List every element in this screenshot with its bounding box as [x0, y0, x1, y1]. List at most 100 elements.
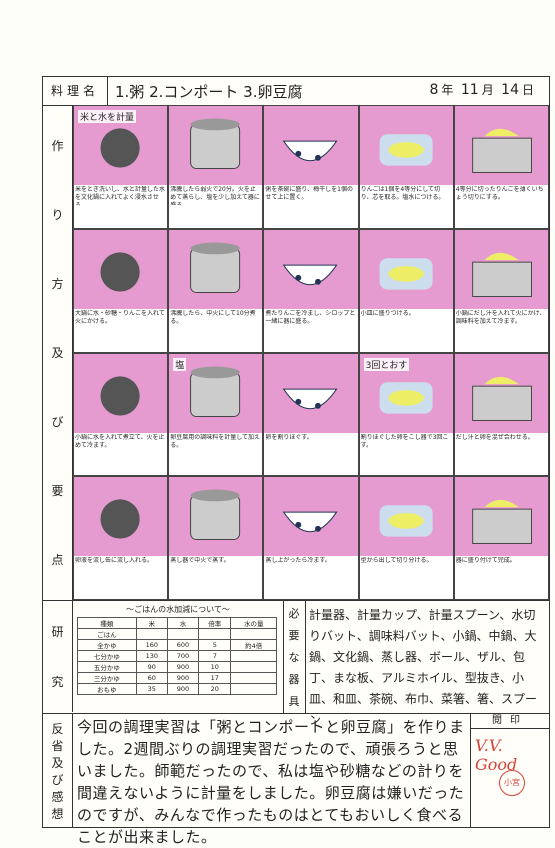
step-caption: 蒸し器で中火で蒸す。 [170, 557, 230, 565]
step-caption: 卵液を流し缶に流し入れる。 [75, 557, 154, 565]
table-cell [230, 672, 277, 684]
step-cell: 3回とおす割りほぐした卵をこし器で3回こす。 [358, 352, 454, 477]
step-caption: 小皿に盛りつける。 [360, 309, 415, 317]
table-cell: 17 [198, 672, 232, 684]
table-cell: 三分かゆ [77, 672, 137, 684]
teacher-comment: V.V. Good [475, 736, 518, 774]
step-illustration [454, 353, 548, 433]
step-cell: 塩卵豆腐用の調味料を計量して加える。 [168, 352, 264, 477]
side-label-char: 究 [51, 674, 64, 689]
step-caption: 米をとぎ洗いし、水と計量した水を文化鍋に入れてよく浸水させる。 [75, 186, 166, 205]
side-label-char: 器 [288, 673, 300, 686]
step-caption: 4等分に切ったりんごを薄くいちょう切りにする。 [455, 186, 544, 201]
side-label-char: 必 [288, 607, 300, 620]
step-caption: 型から出して切り分ける。 [360, 557, 433, 565]
step-caption: 小鍋に水を入れて煮立て、火を止めて冷ます。 [75, 433, 165, 449]
step-illustration [169, 477, 263, 557]
side-label-char: 具 [288, 695, 300, 708]
table-cell: 5 [198, 639, 232, 651]
step-caption: 卵を割りほぐす。 [265, 433, 313, 441]
step-illustration [454, 106, 548, 185]
step-illustration [454, 229, 548, 309]
table-cell: おもゆ [77, 683, 137, 695]
teacher-seal: 小宮 [499, 770, 525, 796]
table-cell [230, 661, 277, 673]
step-caption: 煮たりんごを冷まし、シロップと一緒に器に盛る。 [265, 309, 356, 325]
step-cell: 蒸し器で中火で蒸す。 [168, 476, 264, 600]
dish-name-label: 料理名 [43, 77, 108, 105]
research-side-label: 研究 [43, 600, 73, 712]
step-cell: 卵液を流し缶に流し入れる。 [73, 476, 169, 600]
table-cell: 20 [198, 683, 232, 695]
table-cell: 700 [166, 650, 200, 662]
step-caption: りんごは1個を4等分にして切り、芯を取る。塩水につける。 [360, 186, 445, 201]
table-cell: 7 [198, 650, 232, 662]
side-label-char: 要 [51, 484, 64, 498]
step-illustration [74, 353, 168, 433]
table-cell: 900 [166, 661, 200, 673]
reflection-row: 今回の調理実習は「粥とコンポートと卵豆腐」を作りました。2週間ぶりの調理実習だっ… [73, 713, 549, 846]
side-label-char: 方 [51, 277, 64, 291]
step-illustration [74, 477, 168, 557]
side-label-char: び [51, 415, 64, 429]
step-caption: 沸騰したら弱火で20分。火を止めて蒸らし、塩を少し加えて器に盛る。 [170, 186, 260, 205]
date-day: 14 [501, 82, 519, 98]
step-cell: 粥を茶碗に盛り、梅干しを1個のせて上に置く。 [263, 105, 359, 229]
step-cell: 沸騰したら、中火にして10分煮る。 [168, 228, 264, 353]
tools-side-label: 必要な器具 [283, 601, 306, 713]
step-illustration [264, 106, 358, 185]
side-label-char: 感 [51, 790, 64, 804]
step-cell: 煮たりんごを冷まし、シロップと一緒に器に盛る。 [263, 228, 359, 353]
table-cell: 五分かゆ [77, 661, 137, 673]
side-label-char: び [51, 773, 64, 787]
stamp-box: 閲印 V.V. Good 小宮 [470, 714, 549, 828]
step-cell: 蒸し上がったら冷ます。 [263, 476, 359, 600]
step-cell: 大鍋に水・砂糖・りんごを入れて火にかける。 [73, 228, 169, 353]
step-caption: 小鍋にだし汁を入れて火にかけ、調味料を加えて冷ます。 [455, 309, 546, 325]
method-side-label: 作り方及び要点 [43, 105, 73, 600]
tools-list: 計量器、計量カップ、計量スプーン、水切りバット、調味料バット、小鍋、中鍋、大鍋、… [309, 608, 538, 727]
step-label: 3回とおす [363, 357, 410, 371]
step-cell: 小鍋にだし汁を入れて火にかけ、調味料を加えて冷ます。 [453, 228, 549, 353]
reflection-side-label: 反省及び感想 [43, 713, 73, 827]
step-illustration [359, 477, 453, 557]
step-illustration [264, 477, 358, 557]
table-cell: 900 [166, 683, 200, 695]
table-cell: 35 [135, 683, 168, 695]
table-cell: 全かゆ [77, 639, 137, 651]
table-cell [230, 628, 277, 640]
date-month: 11 [460, 82, 479, 98]
table-header: 水の量 [230, 617, 277, 629]
table-cell [135, 628, 168, 640]
step-caption: 大鍋に水・砂糖・りんごを入れて火にかける。 [75, 309, 165, 325]
table-cell [166, 628, 200, 640]
table-cell: 90 [135, 661, 168, 673]
step-caption: だし汁と卵を混ぜ合わせる。 [455, 433, 534, 441]
step-illustration [359, 229, 453, 309]
step-cell: 卵を割りほぐす。 [263, 352, 359, 477]
date-day-unit: 日 [521, 83, 534, 97]
date-month-unit: 月 [481, 83, 494, 97]
table-cell: 900 [166, 672, 200, 684]
table-cell: 160 [135, 639, 168, 651]
step-cell: 4等分に切ったりんごを薄くいちょう切りにする。 [453, 105, 549, 229]
table-row: ごはん [77, 628, 277, 640]
side-label-char: な [288, 651, 300, 664]
stamp-label: 閲印 [471, 714, 549, 729]
side-label-char: 想 [51, 807, 64, 821]
step-cell: 器に盛り付けて完成。 [453, 476, 549, 600]
step-illustration [169, 353, 263, 433]
table-header: 種類 [77, 617, 137, 629]
table-cell: 10 [198, 661, 232, 673]
table-header: 米 [135, 617, 168, 629]
table-cell [230, 683, 277, 695]
side-label-char: 点 [51, 553, 64, 567]
side-label-char: 研 [51, 625, 64, 640]
